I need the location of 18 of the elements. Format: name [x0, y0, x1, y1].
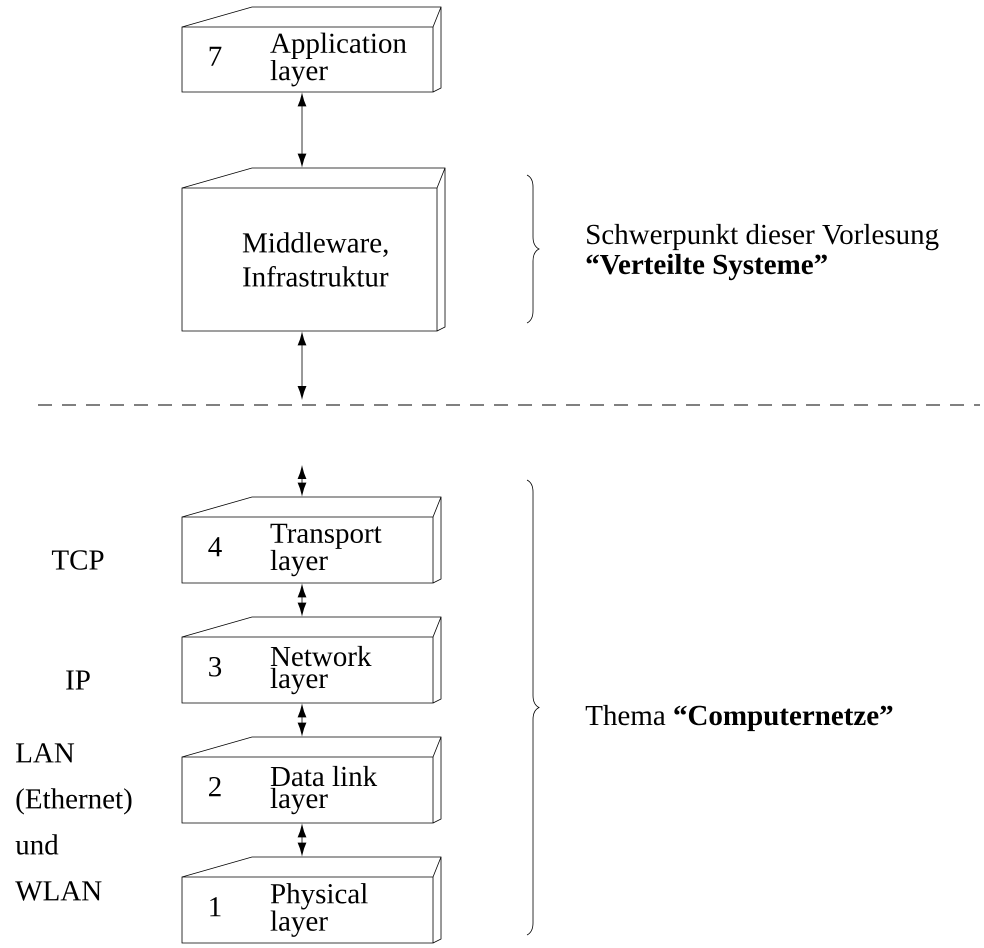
arrow — [298, 824, 306, 856]
arrow — [298, 332, 306, 398]
layer-box: 2 Data link layer — [182, 736, 442, 824]
note-text: Thema “Computernetze” — [586, 704, 892, 732]
layer-box: 7 Application layer — [182, 6, 442, 92]
note-text: “Verteilte Systeme” — [586, 254, 827, 280]
note-text: Schwerpunkt dieser Vorlesung — [587, 224, 939, 250]
arrow — [298, 704, 306, 736]
arrow — [298, 466, 306, 496]
arrow — [298, 94, 306, 166]
layer-box: 4 Transport layer — [182, 496, 442, 584]
layer-box: Middleware, Infrastruktur — [182, 168, 446, 332]
arrow — [298, 584, 306, 616]
layer-box: 1 Physical layer — [182, 856, 442, 944]
protocol-label: LAN (Ethernet) und WLAN — [15, 743, 132, 901]
protocol-label: IP — [66, 670, 90, 690]
layer-box: 3 Network layer — [182, 616, 442, 704]
protocol-label: TCP — [52, 550, 104, 570]
